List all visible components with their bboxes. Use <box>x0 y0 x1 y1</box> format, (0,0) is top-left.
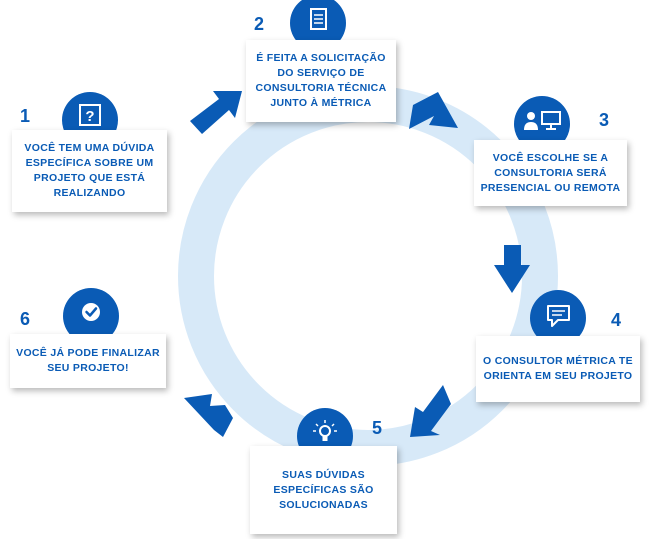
person-monitor-icon <box>524 111 561 130</box>
step-3-card: VOCÊ ESCOLHE SE A CONSULTORIA SERÁ PRESE… <box>474 140 627 206</box>
arrow-1-to-2 <box>190 91 242 134</box>
step-4-card: O CONSULTOR MÉTRICA TE ORIENTA EM SEU PR… <box>476 336 640 402</box>
svg-text:?: ? <box>85 108 94 125</box>
step-5-number: 5 <box>372 418 383 438</box>
step-3-number: 3 <box>599 110 610 130</box>
lightbulb-icon <box>313 420 337 441</box>
step-6-number: 6 <box>20 309 31 329</box>
step-2-text: É FEITA A SOLICITAÇÃO DO SERVIÇO DE CONS… <box>255 52 387 109</box>
step-1-number: 1 <box>20 106 31 126</box>
step-5-text: SUAS DÚVIDAS ESPECÍFICAS SÃO SOLUCIONADA… <box>273 468 374 511</box>
step-4-number: 4 <box>611 310 622 330</box>
step-2-card: É FEITA A SOLICITAÇÃO DO SERVIÇO DE CONS… <box>246 40 396 122</box>
step-6-card: VOCÊ JÁ PODE FINALIZAR SEU PROJETO! <box>10 334 166 388</box>
step-4-text: O CONSULTOR MÉTRICA TE ORIENTA EM SEU PR… <box>483 355 633 382</box>
arrow-5-to-6 <box>184 394 233 437</box>
arrow-4-to-5 <box>410 385 451 437</box>
arrow-2-to-3 <box>409 92 458 129</box>
arrow-3-to-4 <box>494 245 530 293</box>
document-icon <box>310 8 327 30</box>
step-3-text: VOCÊ ESCOLHE SE A CONSULTORIA SERÁ PRESE… <box>480 151 621 194</box>
step-1-card: VOCÊ TEM UMA DÚVIDA ESPECÍFICA SOBRE UM … <box>12 130 167 212</box>
question-icon: ? <box>79 104 101 126</box>
step-1-text: VOCÊ TEM UMA DÚVIDA ESPECÍFICA SOBRE UM … <box>24 142 155 199</box>
chat-bubble-icon <box>547 305 570 327</box>
step-5-card: SUAS DÚVIDAS ESPECÍFICAS SÃO SOLUCIONADA… <box>250 446 397 534</box>
step-6-text: VOCÊ JÁ PODE FINALIZAR SEU PROJETO! <box>16 347 160 374</box>
checkmark-icon <box>82 303 100 321</box>
step-2-number: 2 <box>254 14 265 34</box>
